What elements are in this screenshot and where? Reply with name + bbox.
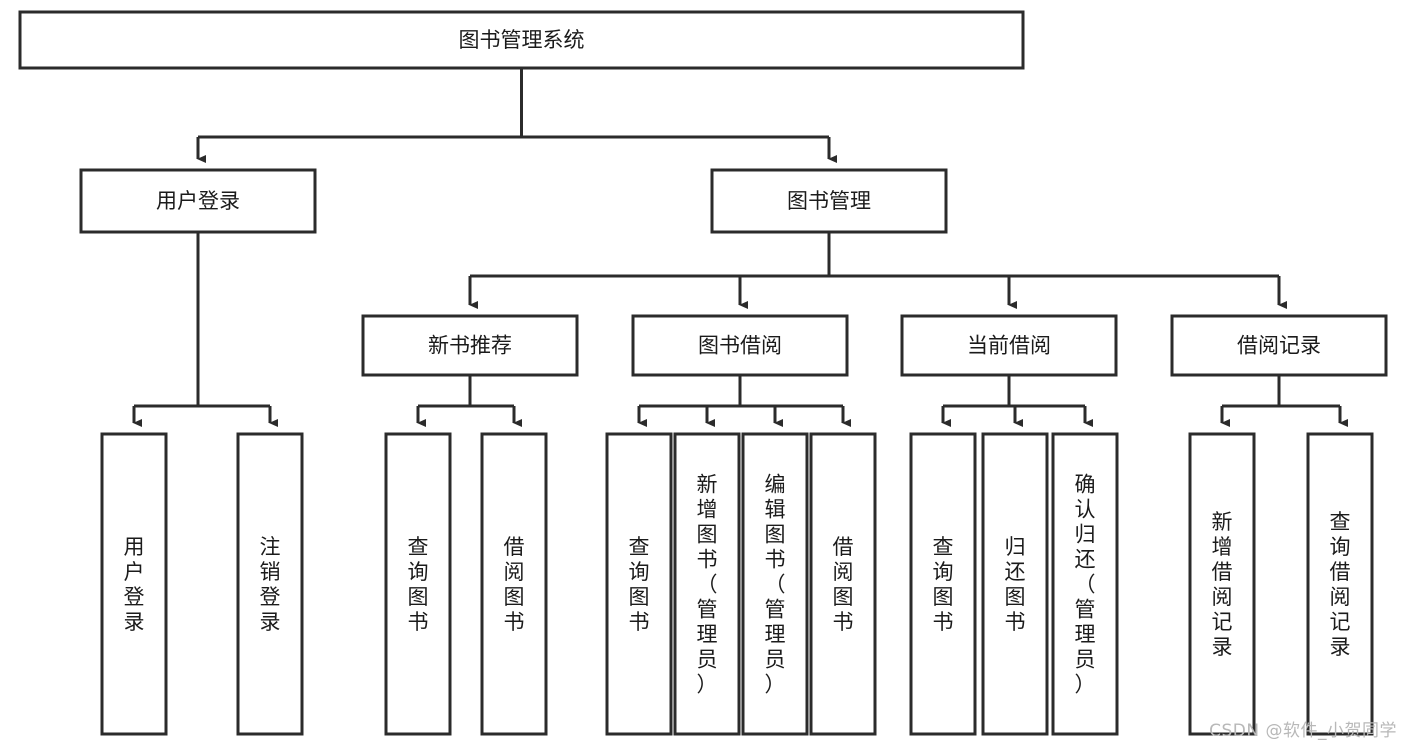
edge-group-book-borrow (637, 375, 851, 427)
node-leaf-user-logout[interactable]: 注销登录 (236, 432, 304, 736)
node-label: 归还图书 (1005, 535, 1026, 634)
node-box[interactable] (1188, 432, 1256, 736)
node-label: 借阅图书 (504, 535, 525, 634)
edge-group-borrow-record (1220, 375, 1348, 427)
edge-group-new-book-rec (416, 375, 522, 427)
node-user-login[interactable]: 用户登录 (79, 168, 317, 234)
node-box[interactable] (1051, 432, 1119, 736)
node-leaf-cb-query[interactable]: 查询图书 (909, 432, 977, 736)
node-leaf-rec-query[interactable]: 查询图书 (384, 432, 452, 736)
node-label: 用户登录 (156, 189, 240, 213)
node-new-book-rec[interactable]: 新书推荐 (361, 314, 579, 377)
node-leaf-user-login[interactable]: 用户登录 (100, 432, 168, 736)
node-label: 新增借阅记录 (1212, 510, 1233, 659)
node-leaf-br-add[interactable]: 新增借阅记录 (1188, 432, 1256, 736)
node-box[interactable] (605, 432, 673, 736)
node-box[interactable] (79, 168, 317, 234)
node-leaf-bb-query[interactable]: 查询图书 (605, 432, 673, 736)
node-label: 新增图书（管理员） (697, 473, 718, 697)
node-box[interactable] (236, 432, 304, 736)
node-label: 查询借阅记录 (1330, 510, 1351, 659)
node-borrow-record[interactable]: 借阅记录 (1170, 314, 1388, 377)
node-box[interactable] (909, 432, 977, 736)
node-box[interactable] (361, 314, 579, 377)
node-leaf-bb-lend[interactable]: 借阅图书 (809, 432, 877, 736)
edge-group-current-borrow (941, 375, 1093, 427)
node-root[interactable]: 图书管理系统 (18, 10, 1025, 70)
node-label: 用户登录 (124, 535, 145, 634)
node-label: 注销登录 (260, 535, 281, 634)
node-label: 借阅记录 (1237, 334, 1321, 358)
node-book-borrow[interactable]: 图书借阅 (631, 314, 849, 377)
node-leaf-rec-borrow[interactable]: 借阅图书 (480, 432, 548, 736)
node-box[interactable] (631, 314, 849, 377)
node-box[interactable] (1306, 432, 1374, 736)
node-box[interactable] (710, 168, 948, 234)
node-box[interactable] (480, 432, 548, 736)
node-label: 确认归还（管理员） (1075, 473, 1096, 697)
node-box[interactable] (809, 432, 877, 736)
node-label: 图书管理 (787, 189, 871, 213)
node-label: 编辑图书（管理员） (765, 473, 786, 697)
node-label: 查询图书 (933, 535, 954, 634)
node-label: 借阅图书 (833, 535, 854, 634)
edge-group-user-login (132, 232, 278, 427)
node-box[interactable] (981, 432, 1049, 736)
node-box[interactable] (384, 432, 452, 736)
node-label: 查询图书 (408, 535, 429, 634)
node-box[interactable] (1170, 314, 1388, 377)
node-book-manage[interactable]: 图书管理 (710, 168, 948, 234)
node-label: 查询图书 (629, 535, 650, 634)
edge-group-book-manage (468, 232, 1287, 309)
edge-layer (132, 68, 1348, 427)
edge-group-root (196, 68, 837, 163)
node-leaf-bb-edit[interactable]: 编辑图书（管理员） (741, 432, 809, 736)
node-leaf-br-query[interactable]: 查询借阅记录 (1306, 432, 1374, 736)
node-layer: 图书管理系统用户登录图书管理新书推荐图书借阅当前借阅借阅记录用户登录注销登录查询… (18, 10, 1388, 736)
node-box[interactable] (673, 432, 741, 736)
node-label: 图书借阅 (698, 334, 782, 358)
node-box[interactable] (900, 314, 1118, 377)
node-box[interactable] (100, 432, 168, 736)
node-label: 新书推荐 (428, 334, 512, 358)
watermark-credit: CSDN @软件_小贺同学 (1209, 721, 1397, 741)
node-box[interactable] (741, 432, 809, 736)
node-label: 当前借阅 (967, 334, 1051, 358)
node-label: 图书管理系统 (459, 28, 585, 52)
node-leaf-cb-confirm[interactable]: 确认归还（管理员） (1051, 432, 1119, 736)
node-leaf-bb-add[interactable]: 新增图书（管理员） (673, 432, 741, 736)
node-leaf-cb-return[interactable]: 归还图书 (981, 432, 1049, 736)
node-box[interactable] (18, 10, 1025, 70)
node-current-borrow[interactable]: 当前借阅 (900, 314, 1118, 377)
